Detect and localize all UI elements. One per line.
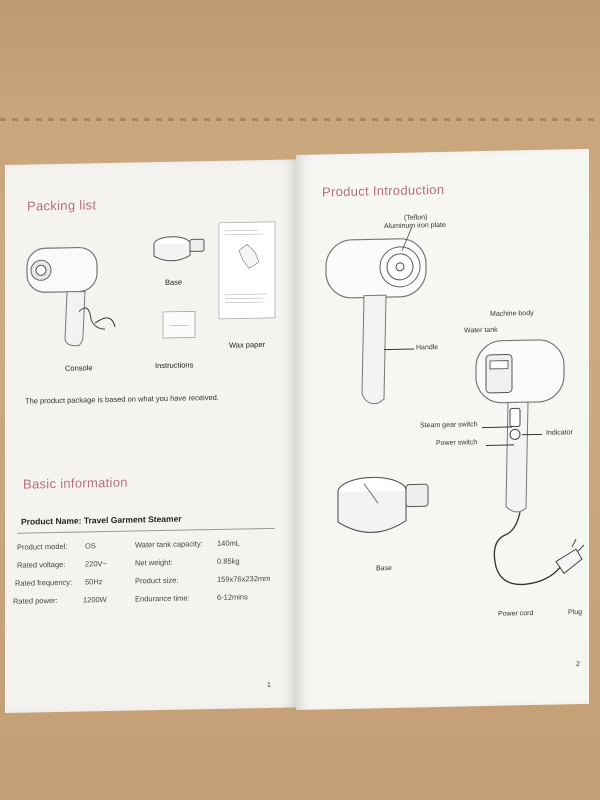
spec-voltage-label: Rated voltage: bbox=[17, 559, 66, 570]
base-illustration-large bbox=[337, 476, 429, 533]
spec-weight-label: Net weight: bbox=[135, 557, 173, 568]
spec-voltage-value: 220V~ bbox=[85, 559, 107, 569]
spec-power-label: Rated power: bbox=[13, 595, 58, 606]
spec-endurance-label: Endurance time: bbox=[135, 593, 190, 604]
spec-power-value: 1200W bbox=[83, 595, 107, 605]
package-note: The product package is based on what you… bbox=[25, 392, 219, 406]
teflon-label: (Teflon) bbox=[404, 214, 428, 222]
spec-frequency-value: 50Hz bbox=[85, 577, 103, 587]
steam-gear-switch-label: Steam gear switch bbox=[420, 421, 478, 430]
plug-label: Plug bbox=[568, 609, 583, 617]
spec-size-label: Product size: bbox=[135, 575, 179, 586]
base-label-right: Base bbox=[376, 564, 392, 573]
steamer-side-illustration bbox=[325, 226, 427, 405]
base-illustration bbox=[153, 236, 205, 262]
power-cord-label: Power cord bbox=[498, 610, 534, 618]
page-number-left: 1 bbox=[267, 681, 271, 689]
water-tank-label: Water tank bbox=[464, 326, 498, 335]
spec-model-label: Product model: bbox=[17, 541, 68, 552]
page-left: Packing list Console Base Wa bbox=[5, 159, 297, 713]
spec-size-value: 159x76x232mm bbox=[217, 573, 271, 584]
base-label: Base bbox=[165, 277, 183, 287]
steamer-front-illustration bbox=[475, 339, 565, 513]
handle-label: Handle bbox=[416, 344, 439, 352]
indicator-label: Indicator bbox=[546, 429, 573, 437]
wax-paper-label: Wax paper bbox=[229, 340, 265, 350]
spec-frequency-label: Rated frequency: bbox=[15, 577, 73, 588]
basic-information-title: Basic information bbox=[23, 474, 128, 492]
wax-paper-illustration bbox=[218, 221, 276, 320]
spec-tank-value: 140mL bbox=[217, 538, 240, 548]
packing-list-title: Packing list bbox=[27, 197, 97, 214]
aluminum-plate-label: Aluminum iron plate bbox=[384, 221, 446, 231]
instructions-label: Instructions bbox=[155, 360, 194, 371]
console-label: Console bbox=[65, 363, 93, 373]
power-cord-illustration bbox=[493, 512, 585, 586]
spec-tank-label: Water tank capacity: bbox=[135, 539, 203, 550]
page-right: Product Introduction (Teflon) Aluminum i… bbox=[296, 148, 589, 710]
box-seam-line bbox=[0, 118, 600, 121]
power-switch-label: Power switch bbox=[436, 439, 478, 448]
instructions-illustration bbox=[162, 310, 196, 339]
spec-model-value: OS bbox=[85, 541, 96, 551]
spec-endurance-value: 6-12mins bbox=[217, 592, 248, 602]
console-illustration bbox=[26, 246, 116, 347]
page-number-right: 2 bbox=[576, 661, 580, 669]
machine-body-label: Machine body bbox=[490, 310, 534, 318]
spec-weight-value: 0.85kg bbox=[217, 556, 240, 566]
spec-divider bbox=[17, 527, 275, 534]
product-introduction-title: Product Introduction bbox=[322, 181, 445, 200]
product-name: Product Name: Travel Garment Steamer bbox=[21, 513, 182, 527]
instruction-booklet: Packing list Console Base Wa bbox=[5, 148, 590, 715]
